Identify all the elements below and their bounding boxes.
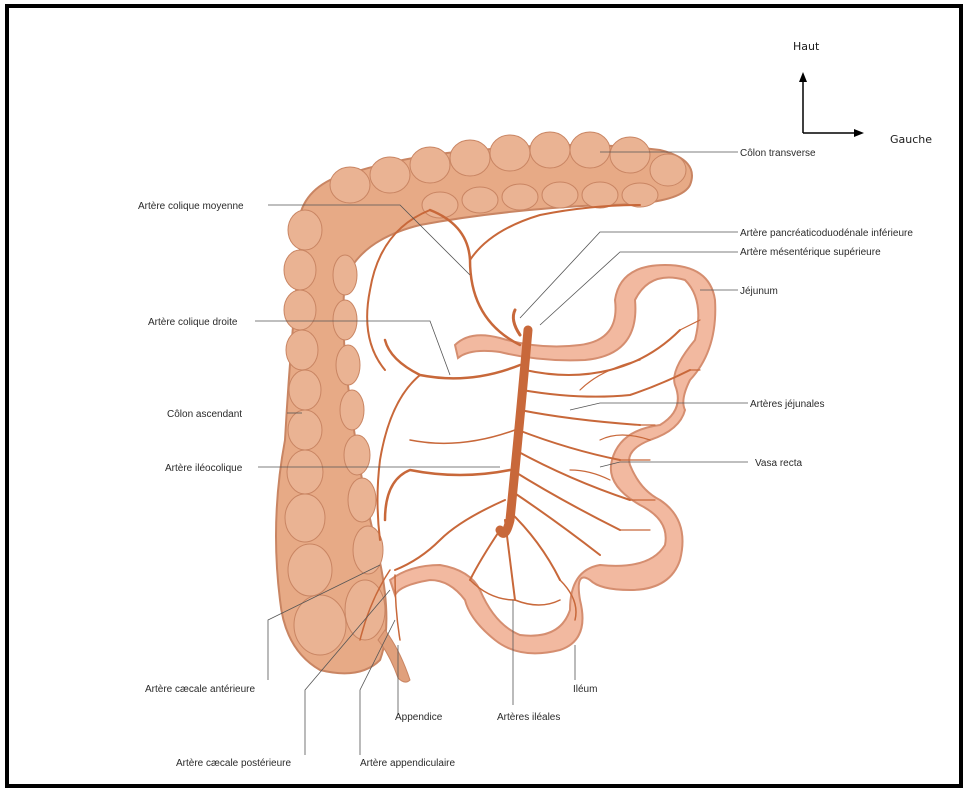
label-ileum: Iléum [573,684,597,695]
middle-colic-artery [430,210,520,345]
appendix-shape [378,630,410,682]
direction-up-label: Haut [793,40,820,53]
label-appendix: Appendice [395,712,443,723]
ileocolic-artery [385,470,510,520]
label-anterior-cecal: Artère cæcale antérieure [145,684,255,695]
label-right-colic: Artère colique droite [148,317,238,328]
small-intestine [390,265,715,653]
label-superior-mesenteric: Artère mésentérique supérieure [740,247,881,258]
label-pancreaticoduodenal: Artère pancréaticoduodénale inférieure [740,228,913,239]
label-appendicular: Artère appendiculaire [360,758,455,769]
label-vasa-recta: Vasa recta [755,458,802,469]
label-colon-transverse: Côlon transverse [740,148,816,159]
label-jejunum: Jéjunum [740,286,778,297]
labels: Côlon transverse Artère colique moyenne … [138,148,913,769]
left-arrow-icon [854,129,864,137]
label-ileal-arteries: Artères iléales [497,712,560,723]
label-jejunal-arteries: Artères jéjunales [750,399,824,410]
label-ascending-colon: Côlon ascendant [167,409,242,420]
label-middle-colic: Artère colique moyenne [138,201,244,212]
up-arrow-icon [799,72,807,82]
label-posterior-cecal: Artère cæcale postérieure [176,758,291,769]
orientation-indicator [799,72,864,137]
label-ileocolic: Artère iléocolique [165,463,243,474]
direction-left-label: Gauche [890,133,932,146]
